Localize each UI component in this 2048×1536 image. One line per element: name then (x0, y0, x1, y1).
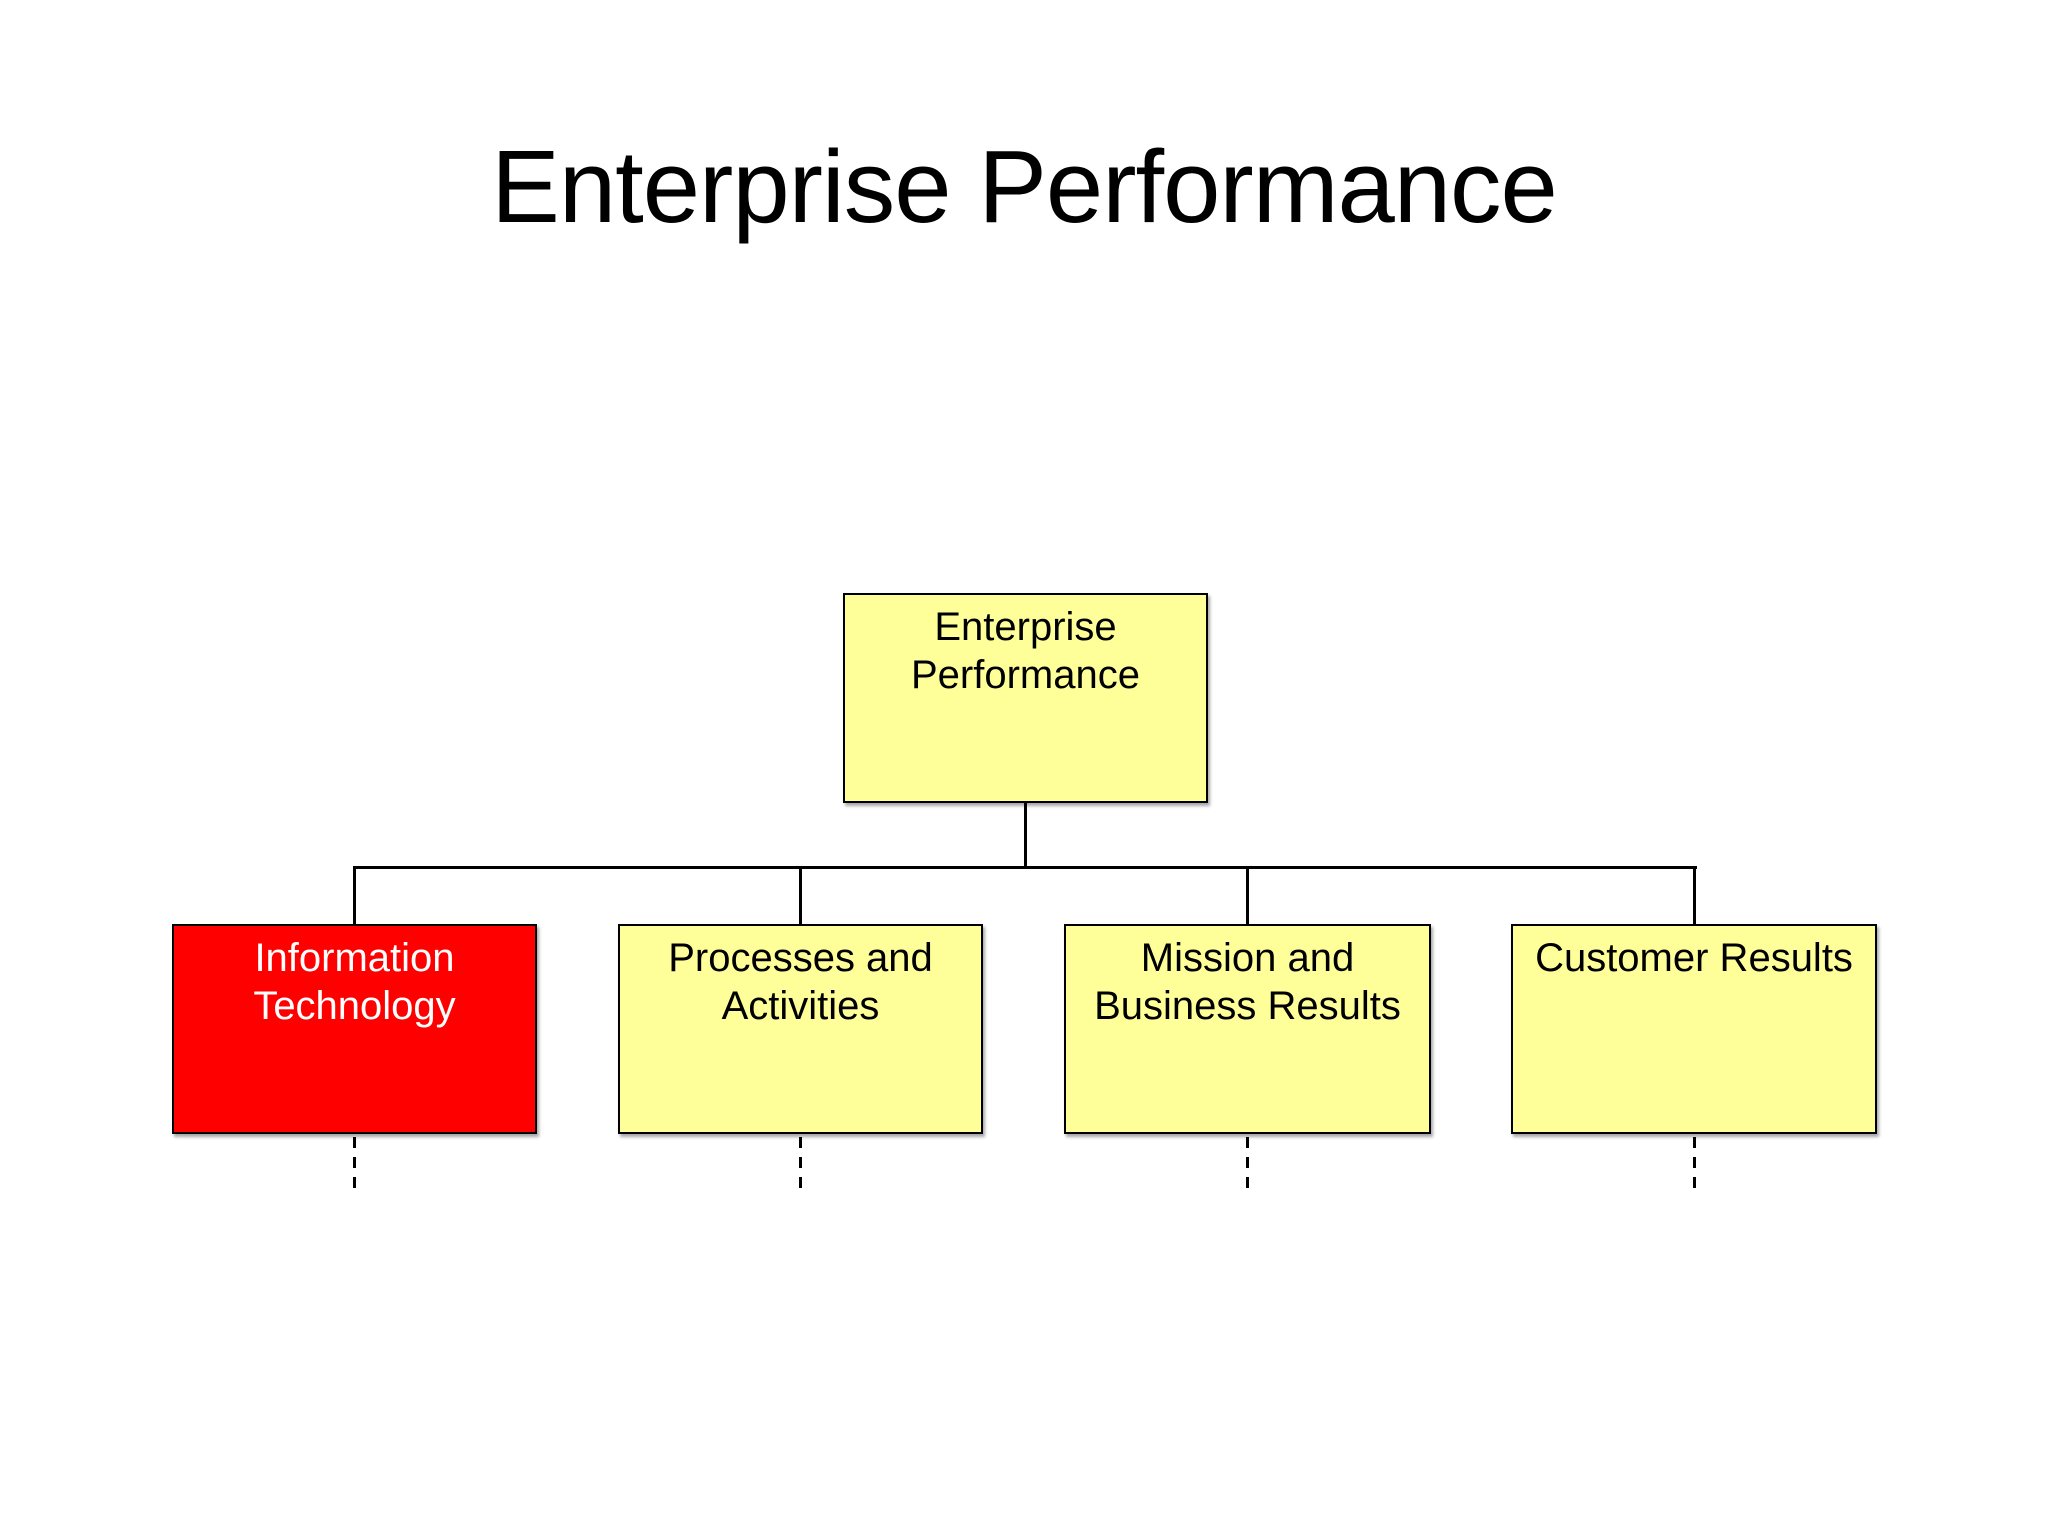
dashed-stub-mission-business-results (1246, 1137, 1249, 1193)
dashed-stub-processes-activities (799, 1137, 802, 1193)
node-information-technology: Information Technology (172, 924, 537, 1134)
connector-drop-customer-results (1693, 866, 1696, 924)
connector-drop-mission-business-results (1246, 866, 1249, 924)
dashed-stub-customer-results (1693, 1137, 1696, 1193)
node-enterprise-performance: Enterprise Performance (843, 593, 1208, 803)
node-label-enterprise-performance: Enterprise Performance (911, 605, 1140, 697)
connector-drop-information-technology (353, 866, 356, 924)
node-label-information-technology: Information Technology (253, 936, 456, 1028)
page-title: Enterprise Performance (491, 129, 1558, 244)
connector-horizontal-rail (355, 866, 1697, 869)
connector-root-vertical (1024, 803, 1027, 866)
node-label-mission-business-results: Mission and Business Results (1094, 936, 1401, 1028)
node-customer-results: Customer Results (1511, 924, 1877, 1134)
dashed-stub-information-technology (353, 1137, 356, 1193)
node-label-processes-activities: Processes and Activities (668, 936, 933, 1028)
node-processes-activities: Processes and Activities (618, 924, 983, 1134)
node-label-customer-results: Customer Results (1535, 936, 1853, 980)
node-mission-business-results: Mission and Business Results (1064, 924, 1431, 1134)
connector-drop-processes-activities (799, 866, 802, 924)
